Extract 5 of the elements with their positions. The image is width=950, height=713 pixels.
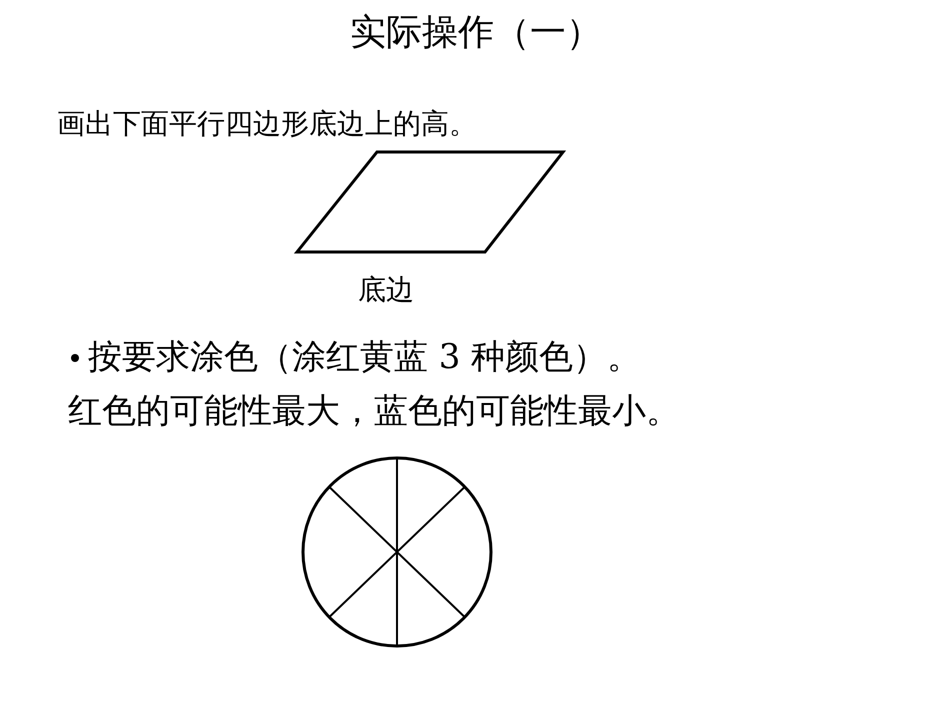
instruction-text: 按要求涂色（涂红黄蓝 3 种颜色）。 [88, 338, 642, 378]
instruction-text: 红色的可能性最大，蓝色的可能性最小。 [68, 392, 680, 432]
base-label: 底边 [358, 274, 414, 306]
instruction-text: 画出下面平行四边形底边上的高。 [57, 108, 477, 140]
title: 实际操作（一） [350, 12, 602, 54]
